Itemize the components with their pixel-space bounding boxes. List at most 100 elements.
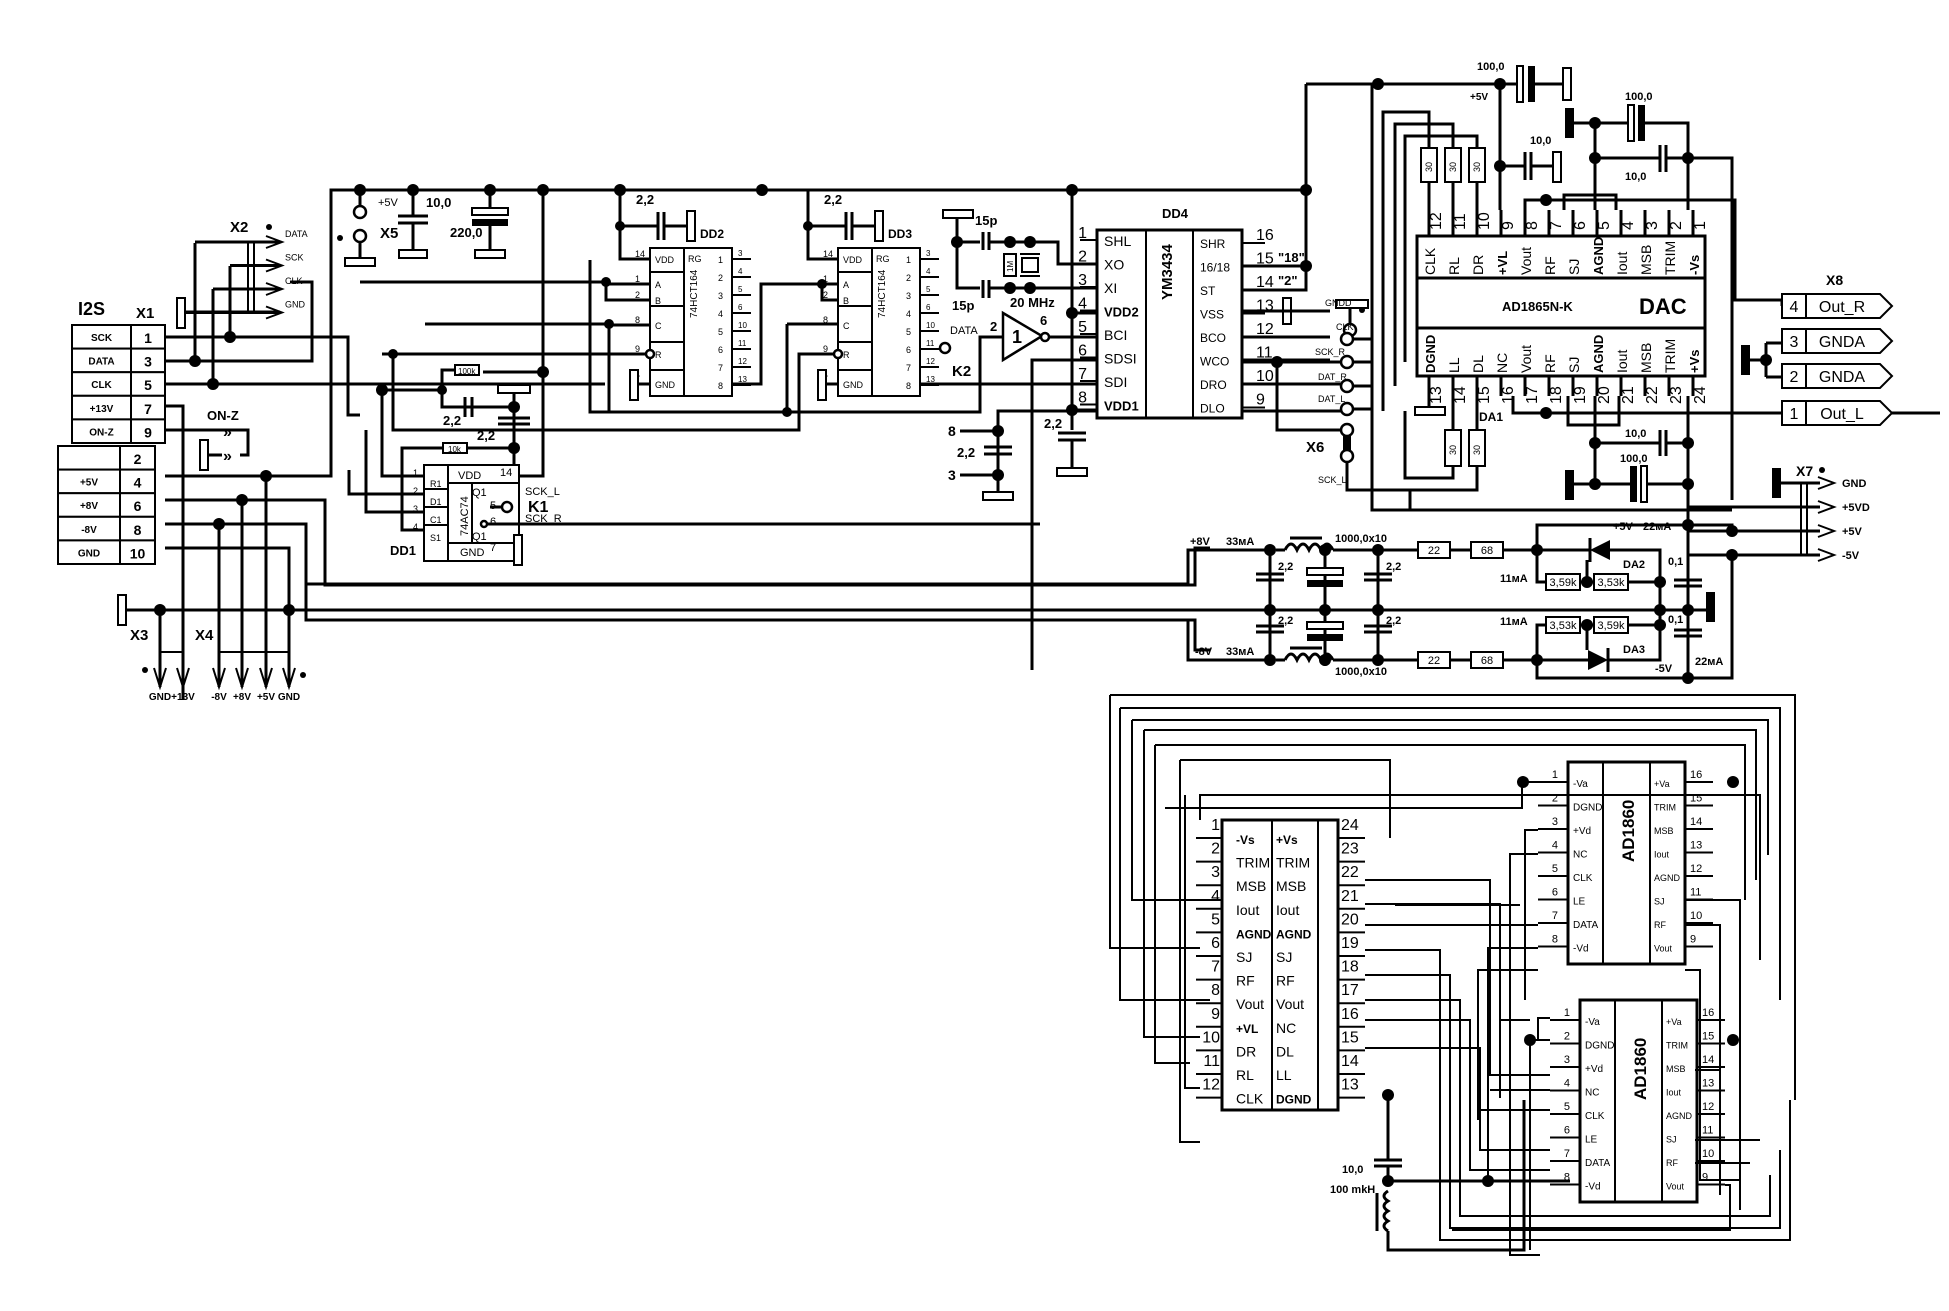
on-z-jumper: ON-Z » » — [199, 408, 250, 471]
da1-bottom-name: Vout — [1518, 345, 1534, 373]
x7-pin-label: +5V — [1842, 526, 1863, 538]
alt-right-pin: 24 — [1341, 817, 1359, 834]
shift-out-index: 2 — [906, 273, 911, 283]
ad1860-right-pin: 11 — [1702, 1125, 1713, 1137]
dd4-right-name: ST — [1200, 284, 1216, 298]
da1-bottom-pin: 24 — [1692, 386, 1709, 404]
shift-pin-name: B — [655, 296, 661, 306]
dd4-right-pin: 12 — [1256, 321, 1274, 338]
ad1860-right-pin: 9 — [1690, 934, 1696, 946]
shift-pin-number: 2 — [823, 290, 828, 300]
da1-bottom-name: Iout — [1614, 350, 1630, 373]
alt-right-name: Vout — [1276, 996, 1304, 1012]
cap-1000a: 1000,0x10 — [1335, 533, 1387, 545]
alt-right-pin: 23 — [1341, 841, 1359, 858]
ad1860-left-pin: 1 — [1552, 769, 1558, 781]
ad1860-left-name: +Vd — [1573, 826, 1591, 837]
da1-bottom-pin: 23 — [1668, 386, 1685, 404]
cap-10-0: 10,0 — [426, 195, 451, 210]
cap-1000b: 1000,0x10 — [1335, 666, 1387, 678]
shift-out-pin: 10 — [738, 321, 747, 330]
psu-i33a: 33мA — [1226, 536, 1254, 548]
shift-rg: RG — [876, 254, 890, 264]
alt-left-name: +VL — [1236, 1022, 1258, 1036]
da1-bottom-name: AGND — [1591, 335, 1606, 373]
x1-pin-cell — [119, 539, 156, 566]
shift-out-index: 6 — [718, 345, 723, 355]
x8-pin — [1781, 363, 1894, 389]
k1-ref: K1 — [528, 499, 549, 516]
dd4-left-pin: 6 — [1078, 343, 1087, 360]
shift-rg: RG — [688, 254, 702, 264]
shift-pin-name: C — [655, 321, 662, 331]
da1-bottom-name: LL — [1446, 357, 1462, 373]
shift-pin-name: R — [843, 350, 850, 360]
dd1-vdd: VDD — [458, 470, 481, 482]
dd4-left-pin: 3 — [1078, 272, 1087, 289]
ad1860-left-pin: 1 — [1564, 1007, 1570, 1019]
x3-ref: X3 — [130, 627, 148, 644]
shift-out-pin: 5 — [738, 285, 743, 294]
k1-b: SCK_R — [525, 513, 562, 525]
res-359-label: 3,59k — [1550, 577, 1577, 589]
dd4-left-name: XI — [1104, 280, 1117, 296]
shift-pin-number: 1 — [635, 274, 640, 284]
shift-pin-number: 9 — [823, 344, 828, 354]
ad1860-left-name: CLK — [1585, 1111, 1605, 1122]
shift-out-index: 6 — [906, 345, 911, 355]
alt-left-pin: 7 — [1211, 959, 1220, 976]
psu-i11a: 11мA — [1500, 573, 1528, 585]
ad1860-right-name: SJ — [1666, 1135, 1677, 1145]
shift-pin-name: B — [843, 296, 849, 306]
da1-top-name: CLK — [1422, 247, 1438, 275]
dd1-part: 74AC74 — [459, 496, 471, 536]
dd1-gnd: GND — [460, 547, 485, 559]
ad1860-left-pin: 6 — [1552, 887, 1558, 899]
ad1860-left-name: -Va — [1573, 779, 1588, 790]
on-z-label: ON-Z — [207, 408, 239, 423]
alt-right-name: DL — [1276, 1043, 1294, 1059]
ad1860-left-name: LE — [1585, 1135, 1598, 1146]
res-30-label: 30 — [1448, 445, 1458, 455]
x8-pin-name: GNDA — [1819, 369, 1866, 386]
da1-kind: DAC — [1639, 294, 1687, 319]
da1-top-name: AGND — [1591, 237, 1606, 275]
x1-row-signal: +5V — [80, 478, 98, 489]
cap-100b: 100,0 — [1625, 91, 1653, 103]
shift-out-pin: 4 — [738, 267, 743, 276]
dd4-right-pin: 16 — [1256, 227, 1274, 244]
ad1860-right-pin: 16 — [1702, 1007, 1714, 1019]
ad1860-left-pin: 3 — [1564, 1054, 1570, 1066]
alt-left-pin: 6 — [1211, 935, 1220, 952]
ad1860-right-name: Vout — [1666, 1182, 1685, 1192]
shift-pin-number: 2 — [635, 290, 640, 300]
alt-left-pin: 4 — [1211, 888, 1220, 905]
shift-pin-number: 8 — [635, 315, 640, 325]
ad1860-left-name: -Va — [1585, 1017, 1600, 1028]
ad1860-left-pin: 7 — [1552, 910, 1558, 922]
x8-pin-name: Out_R — [1819, 299, 1865, 316]
x1-title: I2S — [78, 299, 105, 319]
dd4-right-name: SHR — [1200, 237, 1226, 251]
x8-pin-number: 1 — [1790, 406, 1799, 423]
ad1860-right-name: MSB — [1654, 826, 1674, 836]
dd4-left-pin: 1 — [1078, 225, 1087, 242]
psu-i33b: 33мA — [1226, 646, 1254, 658]
res-22-label: 22 — [1428, 655, 1440, 667]
k2-data: DATA — [950, 325, 978, 337]
psu-m5: -5V — [1655, 663, 1673, 675]
shift-out-pin: 6 — [926, 303, 931, 312]
cap-100c: 100,0 — [1620, 453, 1648, 465]
alt-right-pin: 20 — [1341, 911, 1359, 928]
da1-bottom-name: DL — [1470, 355, 1486, 373]
x6-label: DAT_R — [1318, 372, 1347, 382]
dd1-pin-name: C1 — [430, 515, 442, 525]
ad1860-right-pin: 14 — [1702, 1054, 1714, 1066]
alt-right-name: SJ — [1276, 949, 1292, 965]
shift-out-index: 5 — [718, 327, 723, 337]
res-359-label: 3,59k — [1598, 620, 1625, 632]
svg-text:»: » — [223, 448, 232, 465]
da1-top-pin: 6 — [1572, 221, 1589, 230]
